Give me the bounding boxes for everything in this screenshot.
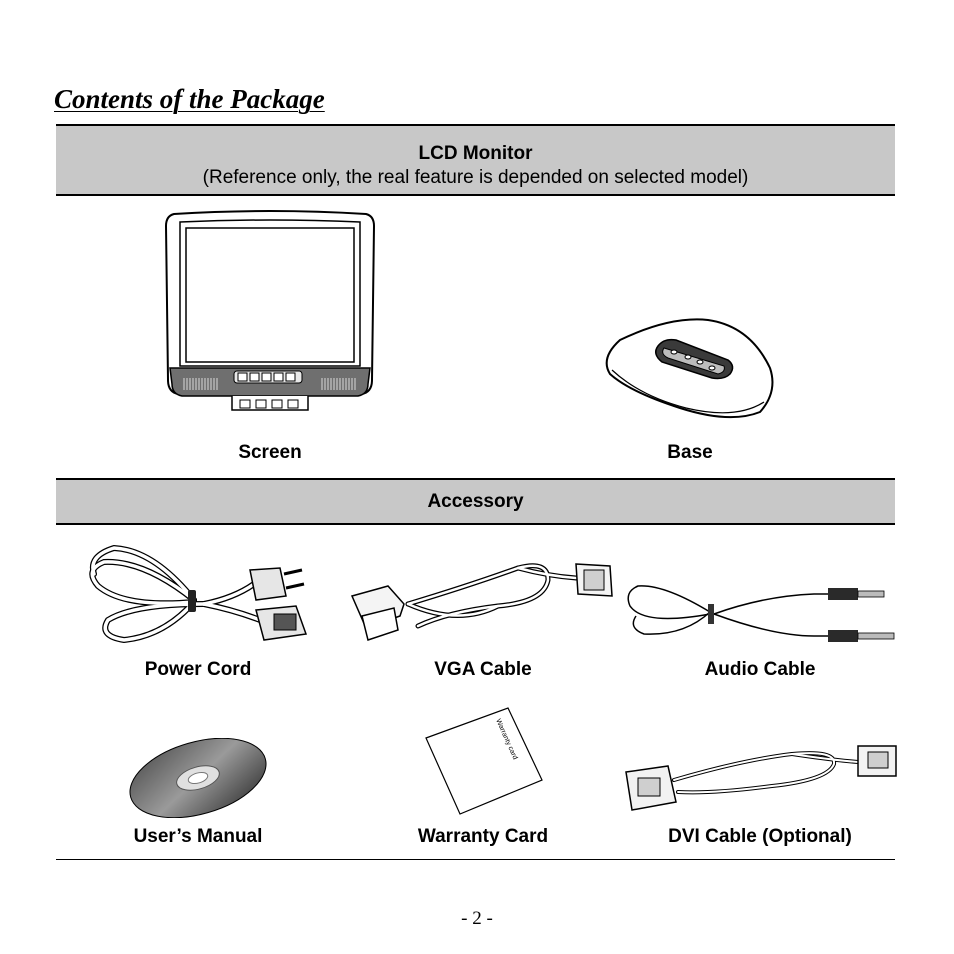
item-label-vga-cable: VGA Cable bbox=[434, 659, 532, 680]
item-label-users-manual: User’s Manual bbox=[133, 826, 263, 847]
section-header-accessory: Accessory bbox=[56, 478, 895, 525]
section-heading: Accessory bbox=[427, 491, 524, 512]
monitor-base-illustration bbox=[605, 318, 774, 419]
power-cord-illustration bbox=[89, 544, 308, 644]
dvi-cable-illustration bbox=[625, 745, 897, 811]
section-note: (Reference only, the real feature is dep… bbox=[202, 167, 749, 188]
vga-cable-illustration bbox=[350, 563, 613, 641]
item-label-dvi-cable: DVI Cable (Optional) bbox=[668, 826, 852, 847]
audio-cable-illustration bbox=[627, 585, 895, 642]
item-label-warranty-card: Warranty Card bbox=[417, 826, 549, 847]
item-label-power-cord: Power Cord bbox=[144, 659, 252, 680]
item-label-audio-cable: Audio Cable bbox=[704, 659, 816, 680]
page-number: - 2 - bbox=[461, 908, 493, 929]
bottom-rule bbox=[56, 859, 895, 860]
lcd-screen-illustration bbox=[164, 210, 376, 411]
warranty-card-illustration: Warranty card bbox=[425, 707, 543, 815]
page-title: Contents of the Package bbox=[54, 84, 325, 114]
cd-disc-illustration bbox=[129, 738, 267, 818]
section-header-lcd-monitor: LCD Monitor (Reference only, the real fe… bbox=[56, 124, 895, 196]
section-heading: LCD Monitor bbox=[418, 143, 533, 164]
item-label-base: Base bbox=[667, 442, 713, 463]
item-label-screen: Screen bbox=[238, 442, 302, 463]
